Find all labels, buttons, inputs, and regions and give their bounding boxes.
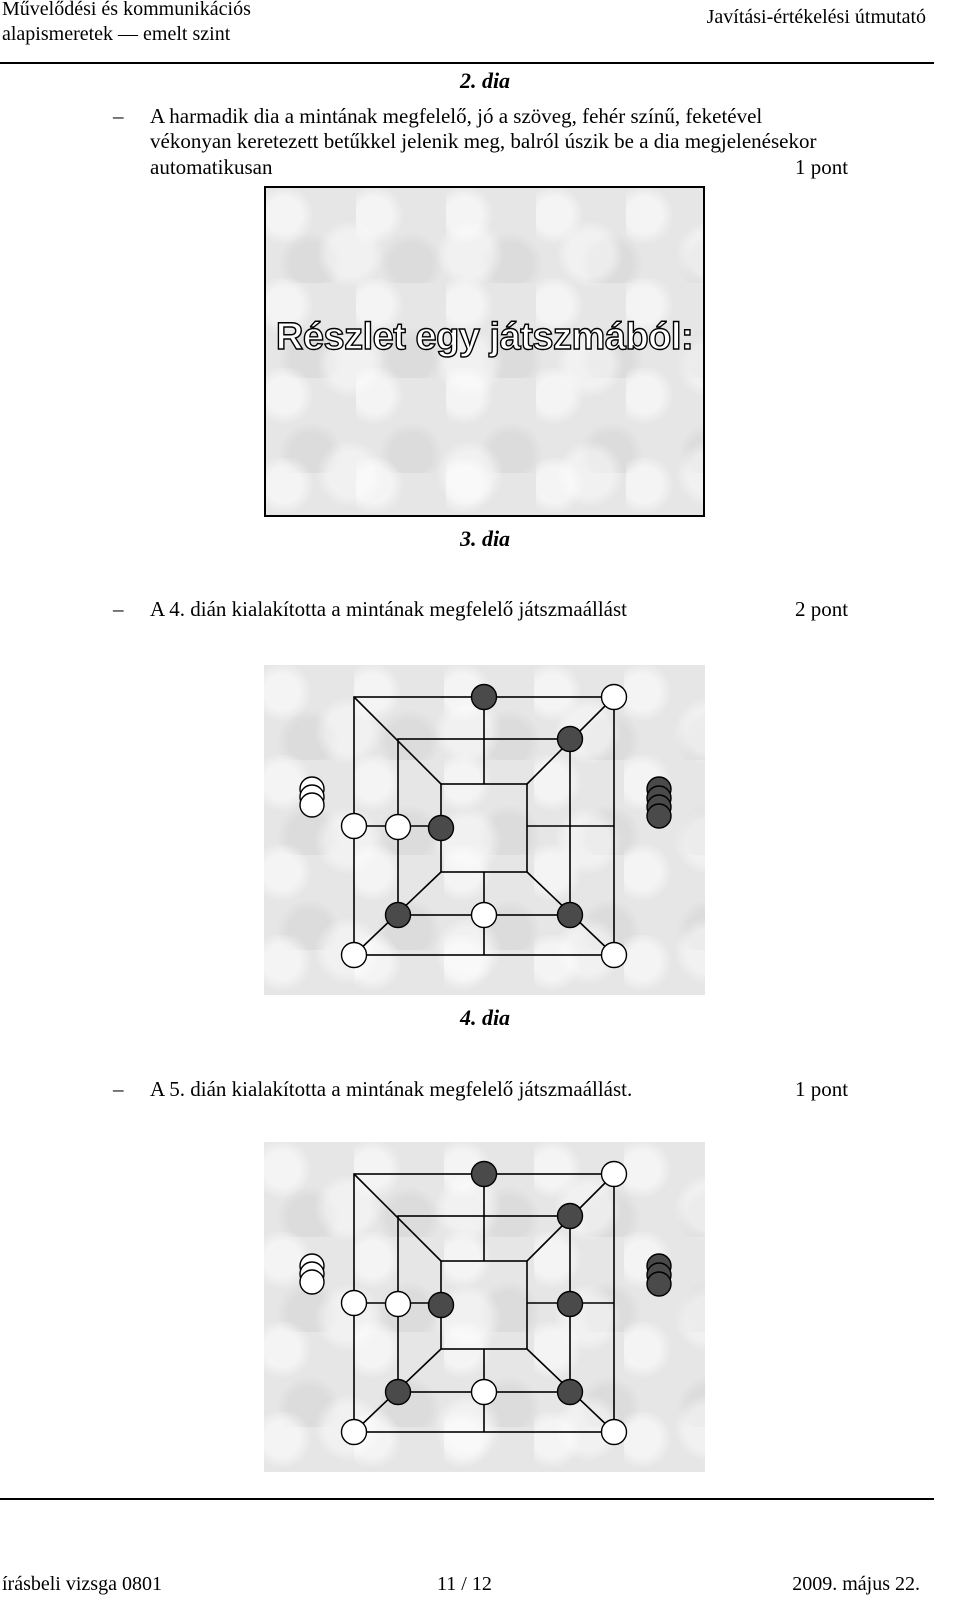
black-piece — [470, 683, 498, 711]
black-piece — [556, 725, 584, 753]
reserve-black-piece — [646, 1271, 672, 1297]
item1-points: 1 pont — [795, 155, 849, 179]
white-piece — [470, 1378, 498, 1406]
white-piece — [340, 1289, 368, 1317]
item2-dash: – — [113, 597, 124, 621]
reserve-white-piece — [299, 1269, 325, 1295]
item1-dash: – — [113, 104, 124, 128]
white-piece — [340, 1418, 368, 1446]
black-piece — [427, 814, 455, 842]
white-piece — [340, 812, 368, 840]
reserve-white-piece — [299, 792, 325, 818]
header-left-line2: alapismeretek — emelt szint — [2, 23, 231, 45]
black-piece — [556, 901, 584, 929]
caption-dia4: 4. dia — [459, 1005, 511, 1030]
item1-line2: vékonyan keretezett betűkkel jelenik meg… — [150, 129, 817, 153]
board-dia4 — [299, 683, 672, 969]
black-piece — [384, 1378, 412, 1406]
slide4-board — [264, 665, 705, 995]
footer-center: 11 / 12 — [437, 1573, 492, 1595]
footer-rule — [0, 1498, 934, 1500]
white-piece — [600, 941, 628, 969]
diagonal-line — [353, 696, 442, 785]
item2-points: 2 pont — [795, 597, 849, 621]
white-piece — [600, 1160, 628, 1188]
white-piece — [470, 901, 498, 929]
white-piece — [384, 1290, 412, 1318]
white-piece — [384, 813, 412, 841]
item1-line3: automatikusan — [150, 155, 273, 179]
white-piece — [600, 1418, 628, 1446]
board-dia5 — [299, 1160, 672, 1446]
black-piece — [384, 901, 412, 929]
white-piece — [600, 683, 628, 711]
black-piece — [427, 1291, 455, 1319]
black-piece — [556, 1202, 584, 1230]
footer-left: írásbeli vizsga 0801 — [2, 1573, 162, 1595]
footer-right: 2009. május 22. — [792, 1573, 920, 1595]
reserve-black-piece — [646, 803, 672, 829]
diagonal-line — [353, 1173, 442, 1262]
caption-dia2: 2. dia — [459, 68, 511, 93]
item3-dash: – — [113, 1077, 124, 1101]
item3-text: A 5. dián kialakította a mintának megfel… — [150, 1077, 633, 1101]
white-piece — [340, 941, 368, 969]
header-rule — [0, 62, 934, 64]
header-right: Javítási-értékelési útmutató — [706, 6, 926, 28]
black-piece — [470, 1160, 498, 1188]
item1-line1: A harmadik dia a mintának megfelelő, jó … — [150, 104, 763, 128]
header-left-line1: Művelődési és kommunikációs — [2, 0, 251, 20]
slide5-board — [264, 1142, 705, 1472]
item2-text: A 4. dián kialakította a mintának megfel… — [150, 597, 628, 621]
black-piece — [556, 1378, 584, 1406]
caption-dia3: 3. dia — [459, 526, 511, 551]
black-piece — [556, 1290, 584, 1318]
slide3-image: Részlet egy játszmából: — [264, 186, 705, 517]
item3-points: 1 pont — [795, 1077, 849, 1101]
slide3-title: Részlet egy játszmából: — [275, 315, 694, 358]
